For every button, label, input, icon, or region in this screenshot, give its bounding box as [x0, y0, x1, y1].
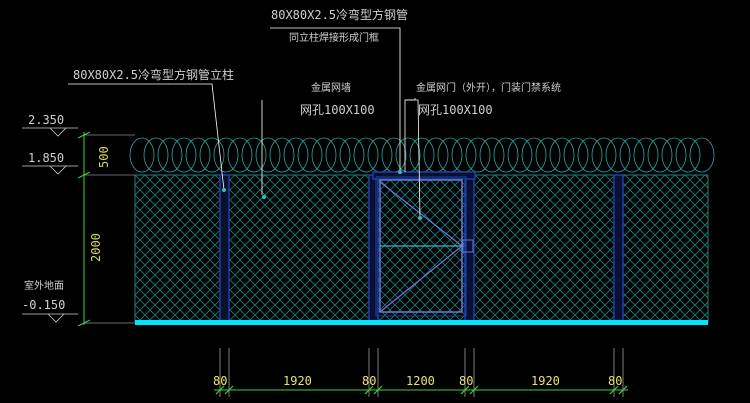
razor-wire-loop	[647, 137, 673, 173]
razor-wire	[129, 137, 715, 173]
razor-wire-loop	[493, 137, 519, 173]
razor-wire-loop	[605, 137, 631, 173]
razor-wire-loop	[633, 137, 659, 173]
post-4	[613, 174, 624, 324]
razor-wire-loop	[297, 137, 323, 173]
vertical-extension	[84, 134, 135, 324]
top-frame-label: 同立柱焊接形成门框	[289, 33, 379, 44]
razor-wire-loop	[563, 137, 589, 173]
razor-wire-loop	[619, 137, 645, 173]
gate-mesh-label: 网孔100X100	[418, 103, 493, 117]
razor-wire-loop	[507, 137, 533, 173]
dim-post-2: 80	[362, 374, 377, 388]
razor-wire-loop	[437, 137, 463, 173]
mesh-wall	[135, 175, 708, 323]
elevation-top: 2.350	[28, 113, 65, 127]
leaders	[68, 27, 421, 219]
dim-gate: 1200	[406, 374, 435, 388]
post-1	[219, 174, 230, 324]
razor-wire-loop	[199, 137, 225, 173]
wall-mesh-label: 网孔100X100	[300, 103, 375, 117]
ground-label: 室外地面	[24, 281, 64, 292]
wall-label: 金属网墙	[311, 83, 351, 94]
leader-dots	[222, 170, 422, 220]
elevation-marks	[22, 127, 78, 323]
razor-wire-loop	[381, 137, 407, 173]
razor-wire-loop	[535, 137, 561, 173]
razor-wire-loop	[171, 137, 197, 173]
razor-wire-loop	[339, 137, 365, 173]
razor-wire-loop	[409, 137, 435, 173]
elevation-ground: -0.150	[22, 298, 66, 312]
horizontal-dimension	[214, 348, 628, 397]
razor-wire-loop	[465, 137, 491, 173]
dim-2000: 2000	[89, 233, 103, 262]
razor-wire-loop	[269, 137, 295, 173]
dim-post-1: 80	[213, 374, 228, 388]
razor-wire-loop	[325, 137, 351, 173]
razor-wire-loop	[521, 137, 547, 173]
razor-wire-loop	[227, 137, 253, 173]
gate	[372, 171, 476, 317]
razor-wire-loop	[157, 137, 183, 173]
razor-wire-loop	[423, 137, 449, 173]
post-2	[368, 174, 379, 324]
razor-wire-loop	[479, 137, 505, 173]
gate-label: 金属网门（外开），门装门禁系统	[416, 83, 561, 94]
vertical-dimension	[77, 131, 91, 327]
razor-wire-loop	[283, 137, 309, 173]
razor-wire-loop	[129, 137, 155, 173]
razor-wire-loop	[591, 137, 617, 173]
post-label: 80X80X2.5冷弯型方钢管立柱	[73, 68, 235, 82]
elevation-mid: 1.850	[28, 151, 65, 165]
dim-500: 500	[97, 146, 111, 168]
razor-wire-loop	[661, 137, 687, 173]
ground-line	[135, 320, 708, 325]
dim-span-1: 1920	[283, 374, 312, 388]
razor-wire-loop	[185, 137, 211, 173]
dim-post-3: 80	[459, 374, 474, 388]
razor-wire-loop	[689, 137, 715, 173]
dim-span-2: 1920	[531, 374, 560, 388]
dim-post-4: 80	[608, 374, 623, 388]
razor-wire-loop	[311, 137, 337, 173]
razor-wire-loop	[241, 137, 267, 173]
razor-wire-loop	[451, 137, 477, 173]
razor-wire-loop	[367, 137, 393, 173]
razor-wire-loop	[577, 137, 603, 173]
razor-wire-loop	[353, 137, 379, 173]
razor-wire-loop	[675, 137, 701, 173]
razor-wire-loop	[143, 137, 169, 173]
razor-wire-loop	[255, 137, 281, 173]
razor-wire-loop	[213, 137, 239, 173]
razor-wire-loop	[549, 137, 575, 173]
top-pipe-label: 80X80X2.5冷弯型方钢管	[271, 8, 409, 22]
